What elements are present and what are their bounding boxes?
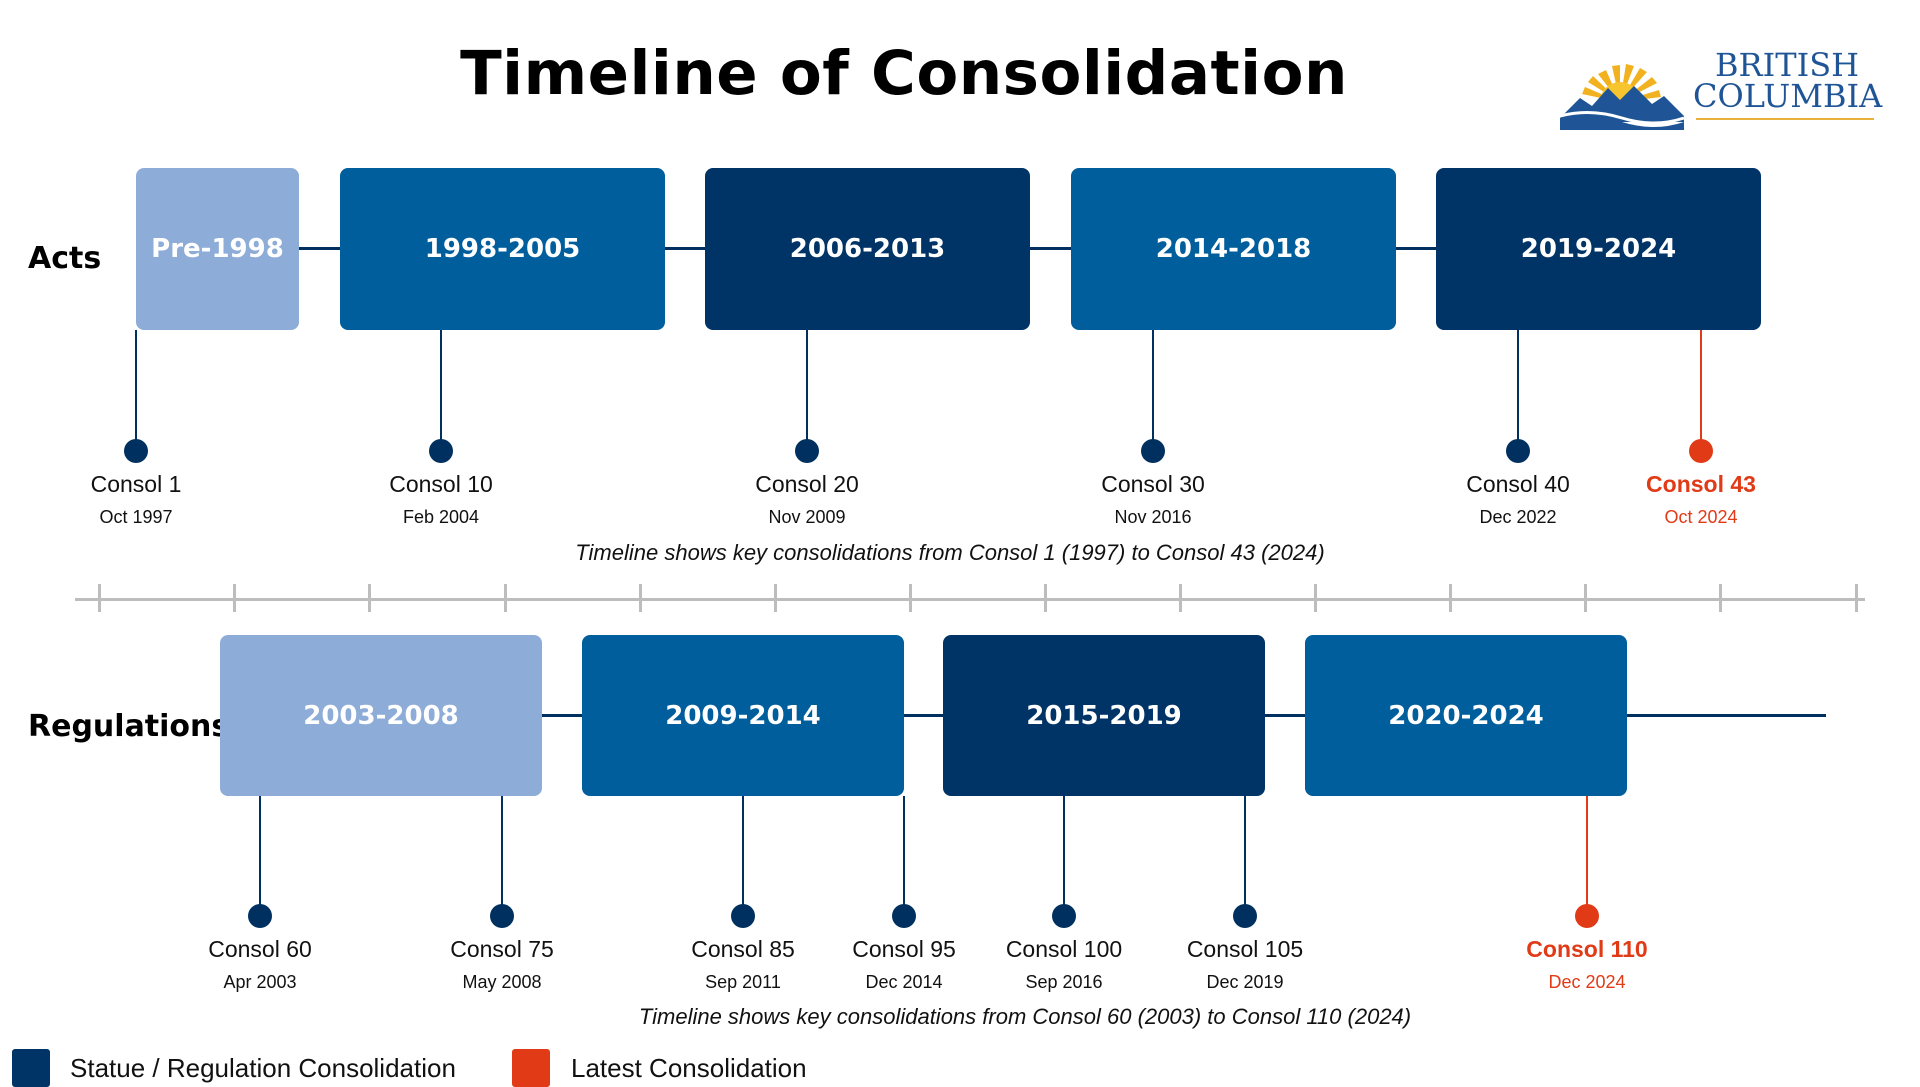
acts-period-2019-2024: 2019-2024	[1436, 168, 1761, 330]
milestone-dot	[892, 904, 916, 928]
milestone-stem	[501, 796, 503, 916]
ruler-tick	[1314, 584, 1317, 612]
regulations-period-2020-2024: 2020-2024	[1305, 635, 1627, 796]
milestone-label: Consol 75	[450, 936, 554, 962]
milestone-label: Consol 100	[1005, 936, 1123, 962]
regulations-row-label: Regulations	[28, 709, 230, 744]
ruler-tick	[1719, 584, 1722, 612]
ruler-tick	[909, 584, 912, 612]
milestone-stem	[1063, 796, 1065, 916]
logo-underline	[1696, 118, 1874, 120]
latest-milestone-stem	[1586, 796, 1588, 916]
diagram-title: Timeline of Consolidation	[460, 38, 1348, 109]
acts-period-2006-2013: 2006-2013	[705, 168, 1030, 330]
milestone-date: Feb 2004	[402, 507, 480, 527]
milestone-date: Dec 2019	[1206, 972, 1284, 992]
milestone-label: Consol 20	[755, 471, 859, 497]
regulations-period-2003-2008: 2003-2008	[220, 635, 542, 796]
latest-milestone-stem	[1700, 330, 1702, 452]
latest-milestone-label: Consol 43	[1646, 471, 1756, 497]
legend-swatch-consolidation	[12, 1049, 50, 1087]
milestone-stem	[903, 796, 905, 916]
milestone-label: Consol 30	[1101, 471, 1205, 497]
milestone-dot	[795, 439, 819, 463]
ruler-tick	[98, 584, 101, 612]
ruler-tick	[774, 584, 777, 612]
regulations-period-2015-2019: 2015-2019	[943, 635, 1265, 796]
milestone-label: Consol 105	[1186, 936, 1304, 962]
milestone-stem	[1152, 330, 1154, 452]
milestone-date: Sep 2011	[705, 972, 781, 992]
bc-logo-text: BRITISH COLUMBIA	[1693, 46, 1883, 115]
milestone-date: Apr 2003	[223, 972, 297, 992]
regulations-caption: Timeline shows key consolidations from C…	[638, 1004, 1412, 1029]
milestone-date: Dec 2014	[865, 972, 943, 992]
latest-milestone-label: Consol 110	[1526, 936, 1648, 962]
ruler-tick	[639, 584, 642, 612]
milestone-label: Consol 40	[1466, 471, 1570, 497]
milestone-dot	[1506, 439, 1530, 463]
milestone-date: Nov 2009	[768, 507, 846, 527]
milestone-stem	[135, 330, 137, 452]
milestone-date: May 2008	[462, 972, 542, 992]
milestone-date: Dec 2022	[1479, 507, 1557, 527]
regulations-period-2009-2014: 2009-2014	[582, 635, 904, 796]
legend-swatch-latest	[512, 1049, 550, 1087]
ruler-tick	[1179, 584, 1182, 612]
latest-milestone-date: Oct 2024	[1664, 507, 1738, 527]
milestone-dot	[248, 904, 272, 928]
milestone-date: Sep 2016	[1025, 972, 1103, 992]
ruler-tick	[1855, 584, 1858, 612]
milestone-stem	[440, 330, 442, 452]
milestone-stem	[742, 796, 744, 916]
acts-period-pre-1998: Pre-1998	[136, 168, 299, 330]
milestone-dot	[490, 904, 514, 928]
milestone-label: Consol 1	[90, 471, 182, 497]
milestone-stem	[1517, 330, 1519, 452]
legend-label-consolidation: Statue / Regulation Consolidation	[70, 1053, 456, 1083]
acts-period-1998-2005: 1998-2005	[340, 168, 665, 330]
milestone-dot	[124, 439, 148, 463]
milestone-date: Nov 2016	[1114, 507, 1192, 527]
latest-milestone-dot	[1689, 439, 1713, 463]
latest-milestone-dot	[1575, 904, 1599, 928]
milestone-label: Consol 60	[208, 936, 312, 962]
acts-caption: Timeline shows key consolidations from C…	[575, 540, 1325, 565]
milestone-label: Consol 95	[852, 936, 956, 962]
ruler-tick	[504, 584, 507, 612]
milestone-dot	[1052, 904, 1076, 928]
logo-line-1: BRITISH	[1715, 46, 1860, 84]
milestone-dot	[1233, 904, 1257, 928]
acts-row-label: Acts	[28, 241, 102, 276]
milestone-dot	[429, 439, 453, 463]
milestone-stem	[259, 796, 261, 916]
acts-period-2014-2018: 2014-2018	[1071, 168, 1396, 330]
milestone-date: Oct 1997	[99, 507, 173, 527]
ruler-tick	[1044, 584, 1047, 612]
milestone-dot	[731, 904, 755, 928]
milestone-dot	[1141, 439, 1165, 463]
milestone-label: Consol 10	[389, 471, 493, 497]
timeline-ruler	[75, 598, 1865, 601]
ruler-tick	[1584, 584, 1587, 612]
latest-milestone-date: Dec 2024	[1548, 972, 1626, 992]
milestone-label: Consol 85	[691, 936, 795, 962]
ruler-tick	[368, 584, 371, 612]
ruler-tick	[233, 584, 236, 612]
logo-line-2: COLUMBIA	[1693, 77, 1883, 115]
milestone-stem	[806, 330, 808, 452]
ruler-tick	[1449, 584, 1452, 612]
bc-logo-icon	[1560, 64, 1685, 130]
milestone-stem	[1244, 796, 1246, 916]
legend-label-latest: Latest Consolidation	[571, 1053, 807, 1083]
